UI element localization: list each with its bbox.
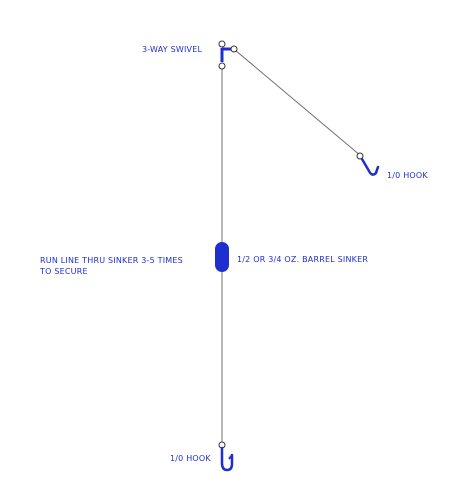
swivel-ring-top (218, 40, 226, 48)
swivel-ring-bottom (218, 62, 226, 70)
barrel-sinker (215, 242, 229, 272)
sinker-label: 1/2 OR 3/4 OZ. BARREL SINKER (237, 255, 368, 264)
three-way-swivel (218, 40, 238, 70)
upper-hook-label: 1/0 HOOK (387, 171, 428, 180)
dropper-line (234, 49, 362, 157)
upper-hook (356, 152, 380, 176)
lower-hook (218, 441, 234, 472)
swivel-label: 3-WAY SWIVEL (142, 45, 202, 54)
to-secure-label: TO SECURE (39, 267, 88, 276)
run-line-label: RUN LINE THRU SINKER 3-5 TIMES (40, 256, 183, 265)
swivel-ring-side (230, 45, 238, 53)
lower-hook-label: 1/0 HOOK (170, 454, 211, 463)
